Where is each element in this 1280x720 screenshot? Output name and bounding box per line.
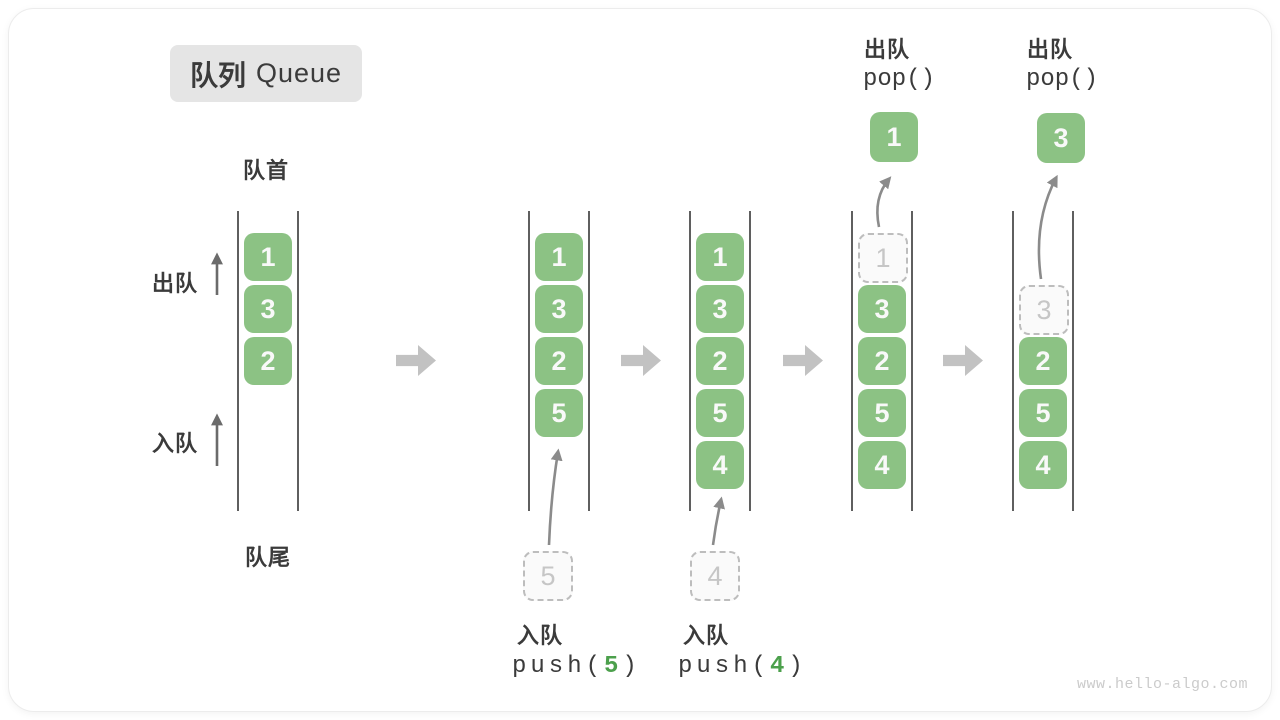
queue-cell: 5: [696, 389, 744, 437]
queue-cell: 2: [244, 337, 292, 385]
code-text: push(: [512, 653, 605, 680]
code-arg: 4: [770, 653, 789, 680]
enqueue-side-label: 入队: [152, 431, 199, 456]
code-text: push(: [678, 653, 771, 680]
queue-wall: [851, 211, 853, 511]
queue-wall: [749, 211, 751, 511]
popped-value-cell: 3: [1037, 113, 1085, 163]
queue-wall: [1072, 211, 1074, 511]
enqueue-op-label: 入队: [683, 623, 730, 648]
title-zh: 队列: [189, 59, 246, 91]
queue-wall: [237, 211, 239, 511]
queue-cell: 1: [696, 233, 744, 281]
queue-wall: [911, 211, 913, 511]
queue-cell: 2: [535, 337, 583, 385]
dequeue-side-label: 出队: [152, 271, 199, 296]
dequeue-op-code: pop(): [863, 66, 936, 93]
enqueue-op-label: 入队: [517, 623, 564, 648]
enqueue-op-code: push(4): [678, 653, 807, 680]
enqueue-op-code: push(5): [512, 653, 641, 680]
watermark: www.hello-algo.com: [1077, 676, 1249, 693]
queue-cell: 4: [858, 441, 906, 489]
queue-cell: 3: [244, 285, 292, 333]
code-text: ): [788, 653, 807, 680]
queue-cell: 2: [696, 337, 744, 385]
queue-cell: 5: [1019, 389, 1067, 437]
queue-wall: [528, 211, 530, 511]
enqueue-ghost-cell: 4: [690, 551, 740, 601]
queue-cell: 4: [696, 441, 744, 489]
title-en: Queue: [255, 58, 343, 88]
enqueue-ghost-cell: 5: [523, 551, 573, 601]
queue-cell: 4: [1019, 441, 1067, 489]
queue-wall: [297, 211, 299, 511]
popped-value-cell: 1: [870, 112, 918, 162]
dequeue-op-label: 出队: [864, 37, 911, 62]
queue-cell: 1: [244, 233, 292, 281]
title-badge: 队列 Queue: [170, 45, 362, 102]
queue-cell: 2: [858, 337, 906, 385]
queue-wall: [689, 211, 691, 511]
dequeue-op-label: 出队: [1027, 37, 1074, 62]
queue-cell: 3: [858, 285, 906, 333]
code-text: ): [622, 653, 641, 680]
code-arg: 5: [604, 653, 623, 680]
queue-cell: 2: [1019, 337, 1067, 385]
queue-front-label: 队首: [242, 158, 290, 183]
dequeue-op-code: pop(): [1026, 66, 1099, 93]
queue-cell: 1: [535, 233, 583, 281]
queue-cell: 3: [535, 285, 583, 333]
queue-cell: 5: [858, 389, 906, 437]
queue-cell-popped: 1: [858, 233, 908, 283]
queue-wall: [588, 211, 590, 511]
queue-cell: 5: [535, 389, 583, 437]
queue-cell: 3: [696, 285, 744, 333]
queue-cell-popped: 3: [1019, 285, 1069, 335]
queue-wall: [1012, 211, 1014, 511]
queue-rear-label: 队尾: [244, 545, 292, 570]
